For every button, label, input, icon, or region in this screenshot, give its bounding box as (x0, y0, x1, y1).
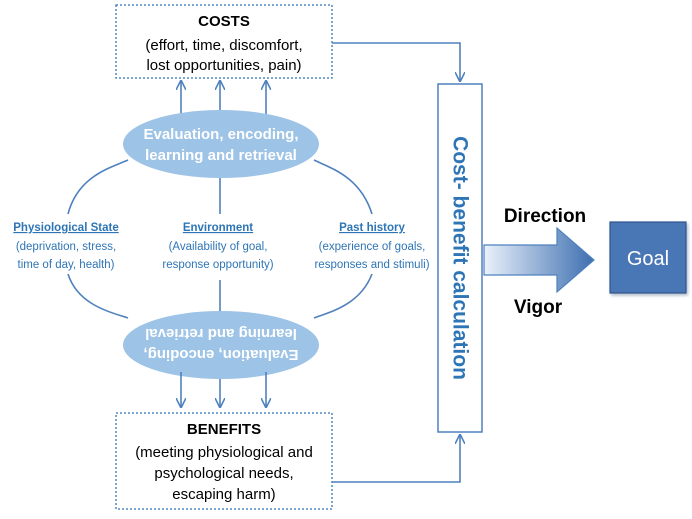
factor-past-history: Past history (experience of goals, respo… (314, 222, 429, 271)
costs-to-calculation-arrow (332, 42, 460, 80)
cost-benefit-calculation-label: Cost- benefit calculation (449, 136, 472, 380)
goal-label: Goal (627, 248, 669, 270)
direction-vigor-arrow (483, 226, 595, 294)
connector-lines (67, 159, 373, 319)
benefits-title: BENEFITS (187, 421, 261, 438)
factor-past-history-title: Past history (339, 222, 405, 234)
evaluation-ellipse-top: Evaluation, encoding, learning and retri… (123, 110, 319, 178)
factor-past-history-line-2: responses and stimuli) (314, 259, 429, 271)
costs-title: COSTS (198, 13, 250, 30)
factor-environment-line-1: (Availability of goal, (169, 241, 268, 253)
evaluation-ellipse-bottom-shape (123, 311, 319, 379)
benefits-to-calculation-arrow (332, 436, 460, 483)
factor-environment: Environment (Availability of goal, respo… (162, 222, 273, 271)
factor-physiological-line-2: time of day, health) (18, 259, 115, 271)
evaluation-bottom-line-1: Evaluation, encoding, (143, 346, 298, 363)
big-arrow-shape (483, 226, 595, 294)
goal-box-shape (609, 221, 687, 294)
curve-bottom-right (313, 273, 373, 319)
costs-box: COSTS (effort, time, discomfort, lost op… (115, 4, 333, 79)
cost-benefit-calculation-box: Cost- benefit calculation (437, 83, 483, 433)
evaluation-top-line-1: Evaluation, encoding, (143, 126, 298, 143)
costs-box-border (115, 4, 333, 79)
factor-environment-title: Environment (183, 222, 253, 234)
benefits-detail-line-3: escaping harm) (172, 486, 275, 503)
factor-physiological-line-1: (deprivation, stress, (16, 241, 116, 253)
benefits-detail-line-2: psychological needs, (154, 465, 293, 482)
box-to-calculation-connectors (332, 42, 460, 483)
factor-physiological-title: Physiological State (13, 222, 118, 234)
factor-physiological-state: Physiological State (deprivation, stress… (13, 222, 118, 271)
factor-environment-line-2: response opportunity) (162, 259, 273, 271)
evaluation-bottom-line-2: learning and retrieval (145, 325, 297, 342)
vigor-label: Vigor (514, 297, 563, 318)
benefits-detail-line-1: (meeting physiological and (135, 444, 313, 461)
evaluation-top-line-2: learning and retrieval (145, 147, 297, 164)
benefits-box: BENEFITS (meeting physiological and psyc… (115, 412, 333, 510)
factor-past-history-line-1: (experience of goals, (319, 241, 426, 253)
costs-detail-line-2: lost opportunities, pain) (146, 57, 301, 74)
curve-top-left (67, 159, 129, 215)
goal-box: Goal (609, 221, 687, 294)
curve-top-right (313, 159, 373, 215)
direction-label: Direction (504, 206, 586, 227)
evaluation-ellipse-bottom: Evaluation, encoding, learning and retri… (123, 311, 319, 379)
curve-bottom-left (67, 273, 129, 319)
arrows-to-benefits (181, 372, 266, 406)
costs-detail-line-1: (effort, time, discomfort, (145, 37, 302, 54)
benefits-box-border (115, 412, 333, 510)
evaluation-ellipse-top-shape (123, 110, 319, 178)
cost-benefit-calculation-border (437, 83, 483, 433)
